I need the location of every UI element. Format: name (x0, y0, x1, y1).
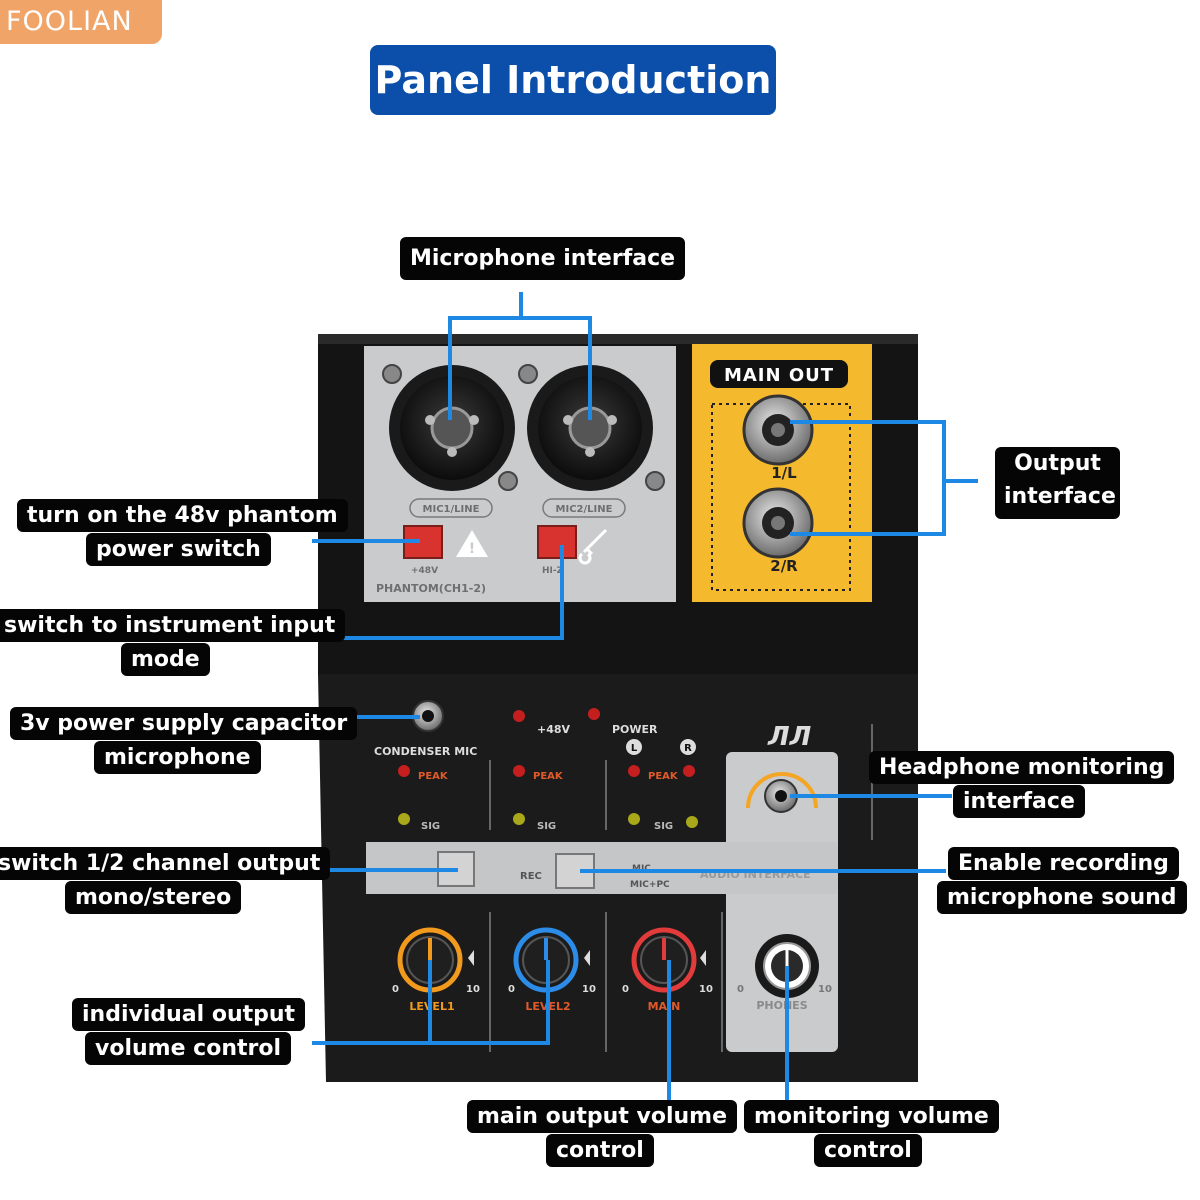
input-panel: MIC1/LINE MIC2/LINE ! +48V PHANTOM(CH1-2… (364, 346, 676, 602)
callout-text: volume control (85, 1032, 292, 1065)
phantom-label: PHANTOM(CH1-2) (376, 582, 486, 595)
screw-icon (382, 364, 402, 384)
output-jack-2[interactable] (742, 487, 814, 559)
output-1-label: 1/L (771, 464, 797, 482)
headphone-arc (746, 772, 818, 809)
peak-led (628, 765, 640, 777)
phones-label: PHONES (756, 999, 807, 1012)
sig-led (398, 813, 410, 825)
callout-text: microphone (94, 741, 261, 774)
callout-microphone-interface: Microphone interface (400, 237, 686, 280)
guitar-icon (578, 528, 608, 565)
callout-text: Enable recording (948, 847, 1179, 880)
sig-label: SIG (654, 821, 673, 832)
callout-text: switch 1/2 channel output (0, 847, 331, 880)
main-out-label: MAIN OUT (724, 365, 834, 386)
logo-mark: ЛЛ (767, 722, 812, 752)
scale-max: 10 (818, 984, 832, 995)
right-indicator: R (684, 743, 692, 754)
callout-text: switch to instrument input (0, 609, 346, 642)
mic1-label: MIC1/LINE (423, 504, 480, 515)
callout-text: 3v power supply capacitor (10, 707, 358, 740)
callout-text: control (814, 1134, 922, 1167)
callout-text: Headphone monitoring (869, 751, 1175, 784)
main-label: MAIN (648, 1000, 681, 1013)
mic2-xlr-jack[interactable] (527, 365, 653, 491)
scale-min: 0 (622, 984, 629, 995)
callout-text: interface (953, 785, 1085, 818)
peak-led (513, 765, 525, 777)
svg-text:!: ! (469, 541, 475, 557)
led-power (588, 708, 600, 720)
hiz-label: HI-Z (542, 566, 564, 576)
scale-min: 0 (392, 984, 399, 995)
callout-text: mono/stereo (65, 881, 242, 914)
output-jack-1[interactable] (742, 394, 814, 466)
callout-text: monitoring volume (744, 1100, 999, 1133)
callout-text: individual output (72, 998, 306, 1031)
screw-icon (645, 471, 665, 491)
sig-led (686, 816, 698, 828)
phantom-48v-label: +48V (411, 566, 438, 576)
rec-label: REC (520, 871, 542, 882)
page-title: Panel Introduction (370, 45, 776, 115)
left-indicator: L (631, 743, 638, 754)
peak-label: PEAK (533, 771, 564, 782)
main-out-panel: MAIN OUT 1/L 2/R (692, 344, 872, 602)
lower-panel: CONDENSER MIC +48V POWER L R PEAK PEAK P… (366, 700, 873, 1052)
led-48v-label: +48V (537, 723, 571, 736)
led-48v (513, 710, 525, 722)
sig-led (513, 813, 525, 825)
hiz-button[interactable] (537, 525, 577, 559)
mic2-label: MIC2/LINE (556, 504, 613, 515)
callout-text: turn on the 48v phantom (17, 499, 348, 532)
scale-min: 0 (737, 984, 744, 995)
power-label: POWER (612, 723, 658, 736)
callout-wires (312, 292, 978, 1100)
sig-label: SIG (421, 821, 440, 832)
screw-icon (498, 471, 518, 491)
brand-text: FOOLIAN (6, 6, 133, 37)
sig-label: SIG (537, 821, 556, 832)
mic-pc-label: MIC+PC (630, 880, 670, 890)
scale-max: 10 (699, 984, 713, 995)
peak-label: PEAK (648, 771, 679, 782)
scale-min: 0 (508, 984, 515, 995)
callout-text: Output (1014, 451, 1101, 476)
brand-logo: FOOLIAN (0, 0, 162, 44)
callout-text: interface (1004, 484, 1116, 509)
warning-icon (456, 530, 488, 557)
scale-max: 10 (466, 984, 480, 995)
output-2-label: 2/R (770, 557, 798, 575)
callout-text: control (546, 1134, 654, 1167)
peak-led (398, 765, 410, 777)
scale-max: 10 (582, 984, 596, 995)
peak-led (683, 765, 695, 777)
callout-text: main output volume (467, 1100, 738, 1133)
main-knob[interactable] (631, 927, 697, 993)
callout-text: Microphone interface (410, 246, 676, 271)
condenser-mic-label: CONDENSER MIC (374, 745, 477, 758)
callout-text: mode (121, 643, 210, 676)
screw-icon (518, 364, 538, 384)
sig-led (628, 813, 640, 825)
headphone-jack[interactable] (764, 779, 798, 813)
callout-text: microphone sound (937, 881, 1187, 914)
callout-text: power switch (86, 533, 271, 566)
peak-label: PEAK (418, 771, 449, 782)
